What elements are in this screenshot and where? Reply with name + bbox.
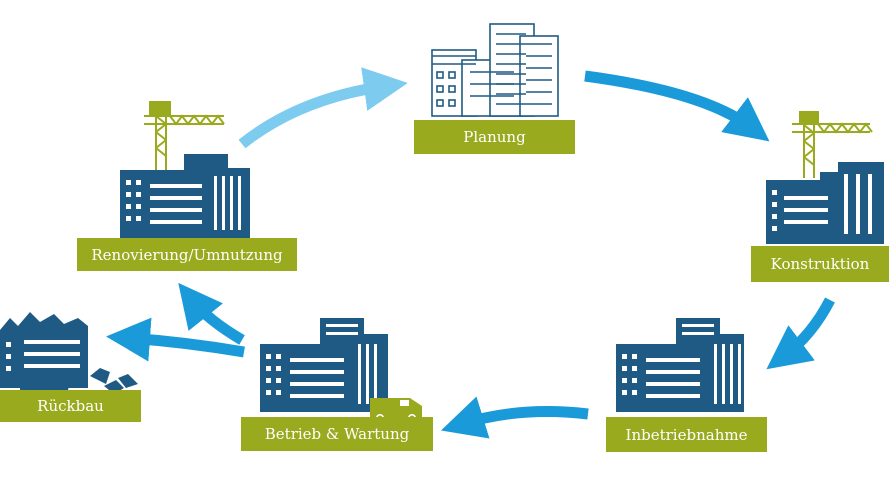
renovierung-building-icon (120, 101, 250, 238)
demolished-building-icon (0, 312, 138, 394)
outline-building-icon (431, 23, 559, 117)
inbetriebnahme-building-icon (616, 318, 744, 412)
stage-label-betrieb: Betrieb & Wartung (241, 417, 433, 451)
cycle-arrows (106, 67, 835, 439)
arrow-betrieb-to-rueckbau (106, 317, 245, 362)
stage-label-inbetriebnahme: Inbetriebnahme (606, 417, 767, 452)
arrow-planung-to-konstruktion (584, 70, 770, 142)
konstruktion-building-icon (766, 111, 884, 244)
arrow-konstruktion-to-inbetriebnahme (766, 297, 835, 370)
betrieb-building-icon (260, 318, 422, 422)
stage-label-renovierung: Renovierung/Umnutzung (77, 238, 297, 271)
arrow-renovierung-to-planung (238, 67, 408, 149)
stage-label-planung: Planung (414, 120, 575, 154)
arrow-betrieb-to-renovierung (178, 282, 245, 345)
stage-label-konstruktion: Konstruktion (751, 246, 889, 282)
stage-label-rueckbau: Rückbau (0, 390, 141, 422)
arrow-inbetriebnahme-to-betrieb (440, 396, 589, 439)
